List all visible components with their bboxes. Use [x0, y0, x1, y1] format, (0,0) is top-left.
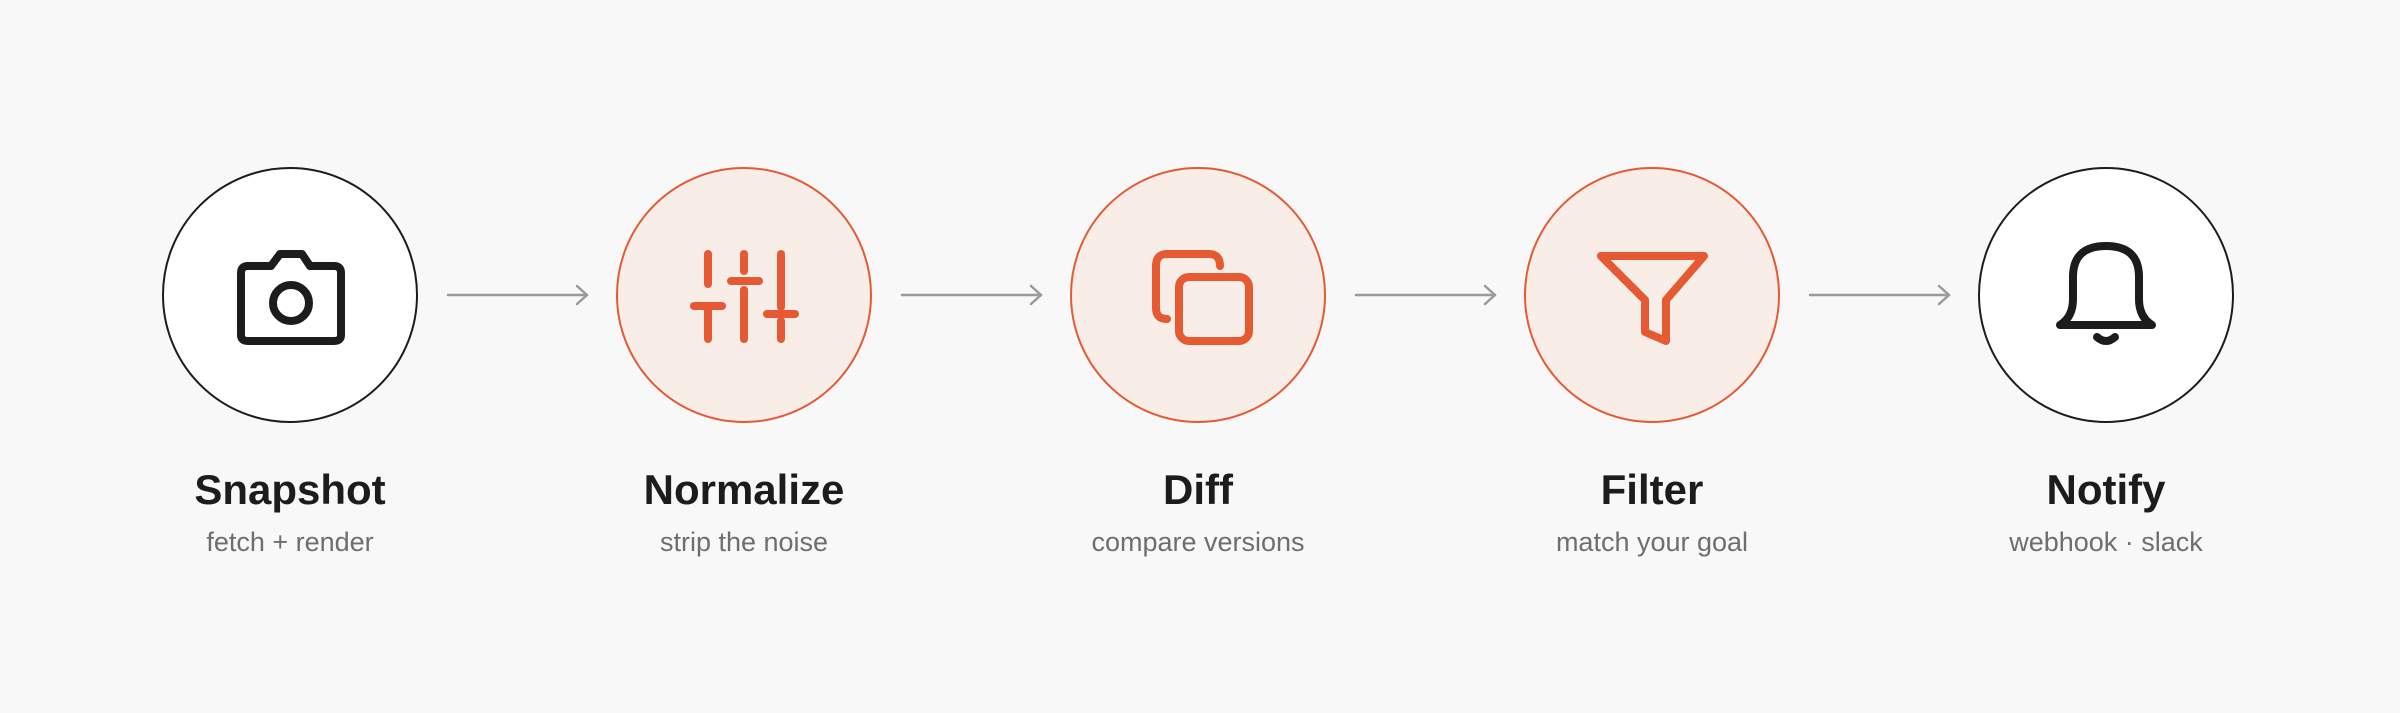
step-subtitle: webhook · slack	[2009, 527, 2203, 557]
step-diff: Diff compare versions	[1000, 0, 1400, 713]
step-title: Filter	[1600, 466, 1704, 513]
step-title: Normalize	[643, 466, 845, 513]
step-subtitle: fetch + render	[206, 527, 374, 557]
step-normalize-node	[616, 167, 872, 423]
step-notify: Notify webhook · slack	[1908, 0, 2308, 713]
step-subtitle: compare versions	[1091, 527, 1305, 557]
bell-icon	[2056, 242, 2156, 345]
step-filter: Filter match your goal	[1454, 0, 1854, 713]
step-snapshot-node	[162, 167, 418, 423]
step-subtitle: strip the noise	[659, 527, 829, 557]
funnel-icon	[1597, 252, 1708, 345]
flow-arrow	[446, 280, 596, 310]
arrow-right-icon	[1808, 284, 1951, 306]
arrow-right-icon	[900, 284, 1043, 306]
flow-arrow	[1354, 280, 1504, 310]
flow-arrow	[900, 280, 1050, 310]
step-notify-node	[1978, 167, 2234, 423]
step-title: Diff	[1163, 466, 1233, 513]
camera-icon	[237, 250, 345, 345]
step-snapshot: Snapshot fetch + render	[92, 0, 492, 713]
step-normalize: Normalize strip the noise	[546, 0, 946, 713]
step-filter-node	[1524, 167, 1780, 423]
step-title: Snapshot	[194, 466, 386, 513]
step-diff-node	[1070, 167, 1326, 423]
step-subtitle: match your goal	[1555, 527, 1749, 557]
arrow-right-icon	[1354, 284, 1497, 306]
flow-arrow	[1808, 280, 1958, 310]
copy-icon	[1152, 250, 1253, 345]
step-title: Notify	[2046, 466, 2166, 513]
arrow-right-icon	[446, 284, 589, 306]
sliders-icon	[690, 250, 799, 343]
